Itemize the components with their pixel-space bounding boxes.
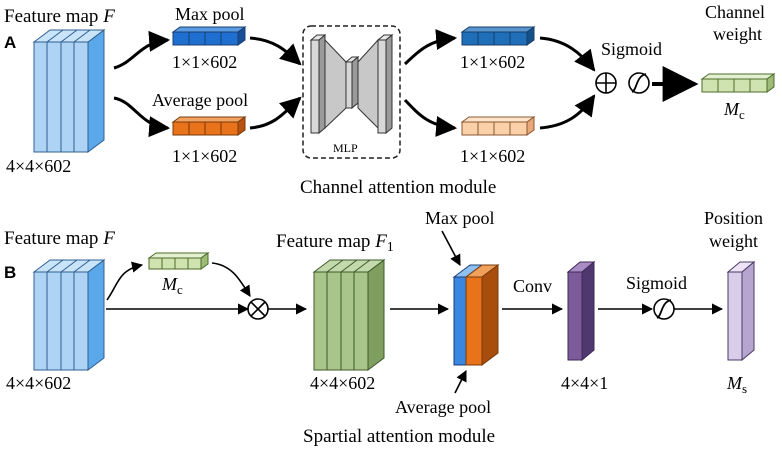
- b-conv-dims: 4×4×1: [561, 373, 608, 393]
- b-weight-var: Mc: [161, 274, 183, 297]
- a-mlp-out-top-dims: 1×1×602: [460, 52, 525, 72]
- a-output-label-line2: weight: [713, 24, 762, 44]
- b-input-dims: 4×4×602: [6, 373, 71, 393]
- a-arrow-maxpool-to-mlp: [249, 36, 302, 66]
- a-arrow-top-to-sum: [539, 36, 596, 72]
- a-add-icon: [595, 72, 617, 94]
- a-arrow-mlp-to-bottom: [403, 98, 458, 137]
- b-conv-label: Conv: [513, 276, 552, 296]
- b-f1-label: Feature map F1: [276, 231, 394, 255]
- panel-a-letter: A: [4, 33, 16, 52]
- b-multiply-icon: [247, 298, 269, 320]
- a-arrow-mlp-to-top: [403, 29, 458, 66]
- b-channel-weight-bar: [147, 252, 210, 270]
- b-position-weight-block: [726, 260, 756, 362]
- b-arrow-mc-to-multiply: [211, 262, 251, 297]
- b-feature-map-block: [32, 259, 106, 371]
- b-arrow-fmap-to-mc: [106, 261, 144, 301]
- b-output-var: Ms: [726, 373, 747, 396]
- b-avg-pool-label: Average pool: [395, 397, 491, 417]
- b-sigmoid-icon: [653, 298, 675, 320]
- a-caption: Channel attention module: [300, 177, 496, 198]
- a-input-dims: 4×4×602: [6, 156, 71, 176]
- a-mlp-out-bottom-bar: [460, 116, 536, 136]
- a-max-pool-bar: [171, 26, 247, 46]
- a-max-pool-label: Max pool: [175, 4, 245, 24]
- a-avg-pool-label: Average pool: [152, 90, 248, 110]
- a-channel-weight-bar: [700, 73, 776, 93]
- panel-b-letter: B: [4, 263, 16, 282]
- a-mlp-label: MLP: [333, 141, 358, 155]
- b-input-label: Feature map F: [4, 228, 115, 249]
- a-avg-pool-dims: 1×1×602: [172, 146, 237, 166]
- b-sigmoid-label: Sigmoid: [626, 273, 687, 293]
- b-conv-block: [566, 260, 596, 362]
- a-mlp-box: [302, 25, 401, 159]
- a-fmap-side: [87, 29, 105, 153]
- a-avg-pool-bar: [171, 116, 247, 136]
- b-arrow-avgpool-label: [454, 369, 467, 394]
- a-arrow-to-avgpool: [113, 96, 171, 138]
- a-input-label: Feature map F: [4, 6, 115, 27]
- a-output-label-line1: Channel: [705, 2, 765, 22]
- b-pool-stack: [452, 264, 500, 366]
- a-mlp-out-top-bar: [460, 26, 536, 46]
- b-f1-block: [312, 259, 386, 371]
- a-arrow-to-maxpool: [113, 30, 171, 70]
- a-max-pool-dims: 1×1×602: [172, 52, 237, 72]
- b-f1-dims: 4×4×602: [310, 373, 375, 393]
- b-output-label-line1: Position: [704, 208, 763, 228]
- a-sigmoid-label: Sigmoid: [601, 39, 662, 59]
- a-mlp-out-bottom-dims: 1×1×602: [460, 146, 525, 166]
- a-sigmoid-icon: [628, 72, 650, 94]
- b-max-pool-label: Max pool: [425, 208, 495, 228]
- a-arrow-bottom-to-sum: [539, 94, 596, 130]
- b-arrow-maxpool-label: [441, 230, 461, 266]
- b-caption: Spartial attention module: [303, 426, 495, 447]
- a-output-var: Mc: [723, 99, 745, 122]
- a-feature-map-block: [32, 29, 106, 153]
- b-output-label-line2: weight: [709, 231, 758, 251]
- a-arrow-avgpool-to-mlp: [249, 96, 302, 130]
